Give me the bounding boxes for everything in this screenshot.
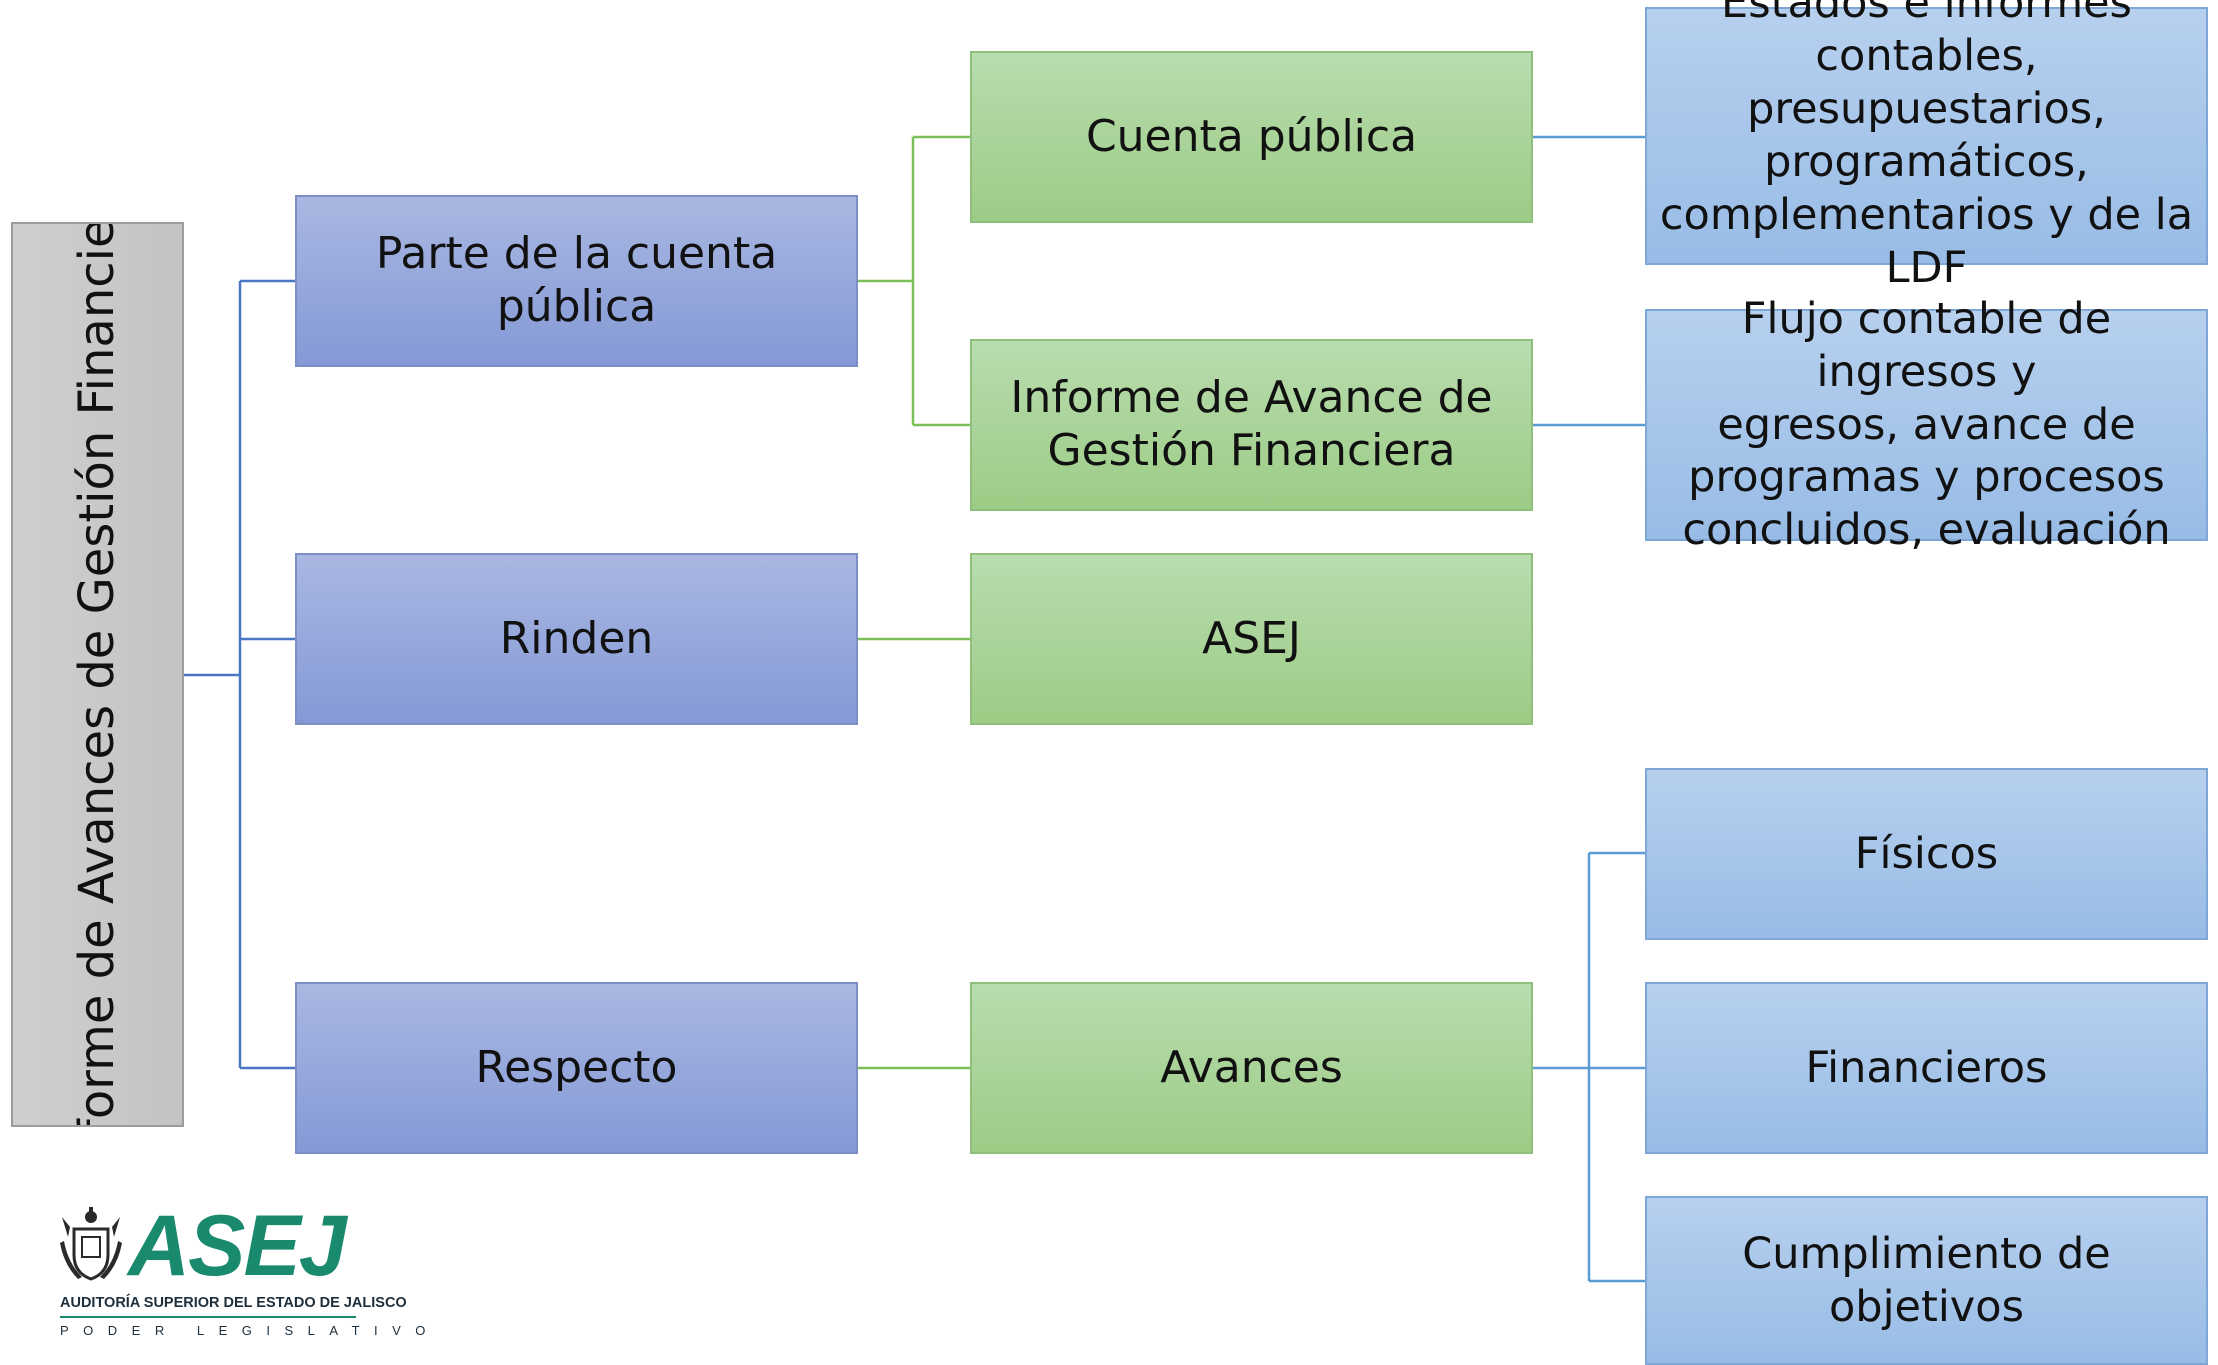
node-label: Flujo contable de ingresos y egresos, av…: [1647, 293, 2206, 557]
node-label-line: programáticos,: [1764, 137, 2089, 187]
node-label-line: LDF: [1885, 242, 1968, 293]
node-label: Cumplimiento de objetivos: [1742, 1228, 2111, 1332]
node-asej: ASEJ: [970, 553, 1533, 725]
node-label-line: Flujo contable de ingresos y: [1741, 293, 2112, 397]
node-informe-avance: Informe de Avance de Gestión Financiera: [970, 339, 1533, 511]
node-label-line: concluidos, evaluación: [1682, 505, 2171, 556]
root-node: Informe de Avances de Gestión Financiera: [11, 222, 184, 1127]
node-label: Financieros: [1805, 1042, 2048, 1093]
node-label-line: Informe de Avance de: [1010, 372, 1493, 424]
node-label-line: Estados e informes: [1721, 0, 2132, 29]
logo-subtitle: AUDITORÍA SUPERIOR DEL ESTADO DE JALISCO: [60, 1295, 407, 1311]
node-rinden: Rinden: [295, 553, 858, 725]
node-label: Físicos: [1854, 828, 1999, 879]
logo-divider: [60, 1316, 356, 1318]
logo-wordmark: ASEJ: [128, 1198, 347, 1294]
node-label: Estados e informes contables, presupuest…: [1647, 0, 2206, 295]
node-label: Rinden: [499, 612, 654, 664]
node-label: Informe de Avance de Gestión Financiera: [1010, 372, 1492, 478]
connector-parte-children: [858, 135, 970, 427]
node-respecto: Respecto: [295, 982, 858, 1154]
node-parte-cuenta-publica: Parte de la cuenta pública: [295, 195, 858, 367]
node-label: Avances: [1160, 1041, 1343, 1093]
node-financieros: Financieros: [1645, 982, 2208, 1154]
node-flujo-contable: Flujo contable de ingresos y egresos, av…: [1645, 294, 2208, 555]
node-cumplimiento-objetivos: Cumplimiento de objetivos: [1645, 1196, 2208, 1365]
asej-logo: ASEJ AUDITORÍA SUPERIOR DEL ESTADO DE JA…: [58, 1198, 425, 1345]
node-label-line: programas y procesos: [1688, 452, 2165, 503]
node-avances: Avances: [970, 982, 1533, 1154]
node-label-line: egresos, avance de: [1717, 399, 2136, 450]
connector-root-level1: [184, 279, 295, 1070]
node-cuenta-publica: Cuenta pública: [970, 51, 1533, 223]
connector-avances-children: [1533, 851, 1645, 1283]
root-label: Informe de Avances de Gestión Financiera: [68, 222, 125, 1127]
node-label: Parte de la cuenta pública: [375, 228, 778, 332]
node-estados-informes: Estados e informes contables, presupuest…: [1645, 0, 2208, 293]
logo-tagline: PODER LEGISLATIVO: [60, 1323, 440, 1338]
node-label-line: Gestión Financiera: [1047, 425, 1456, 476]
node-label: Respecto: [475, 1041, 678, 1093]
node-label: Cuenta pública: [1085, 110, 1418, 162]
node-fisicos: Físicos: [1645, 768, 2208, 940]
node-label-line: contables, presupuestarios,: [1747, 31, 2106, 135]
coat-of-arms-icon: [60, 1207, 122, 1281]
node-label: ASEJ: [1202, 612, 1301, 664]
node-label-line: complementarios y de la: [1659, 189, 2194, 240]
